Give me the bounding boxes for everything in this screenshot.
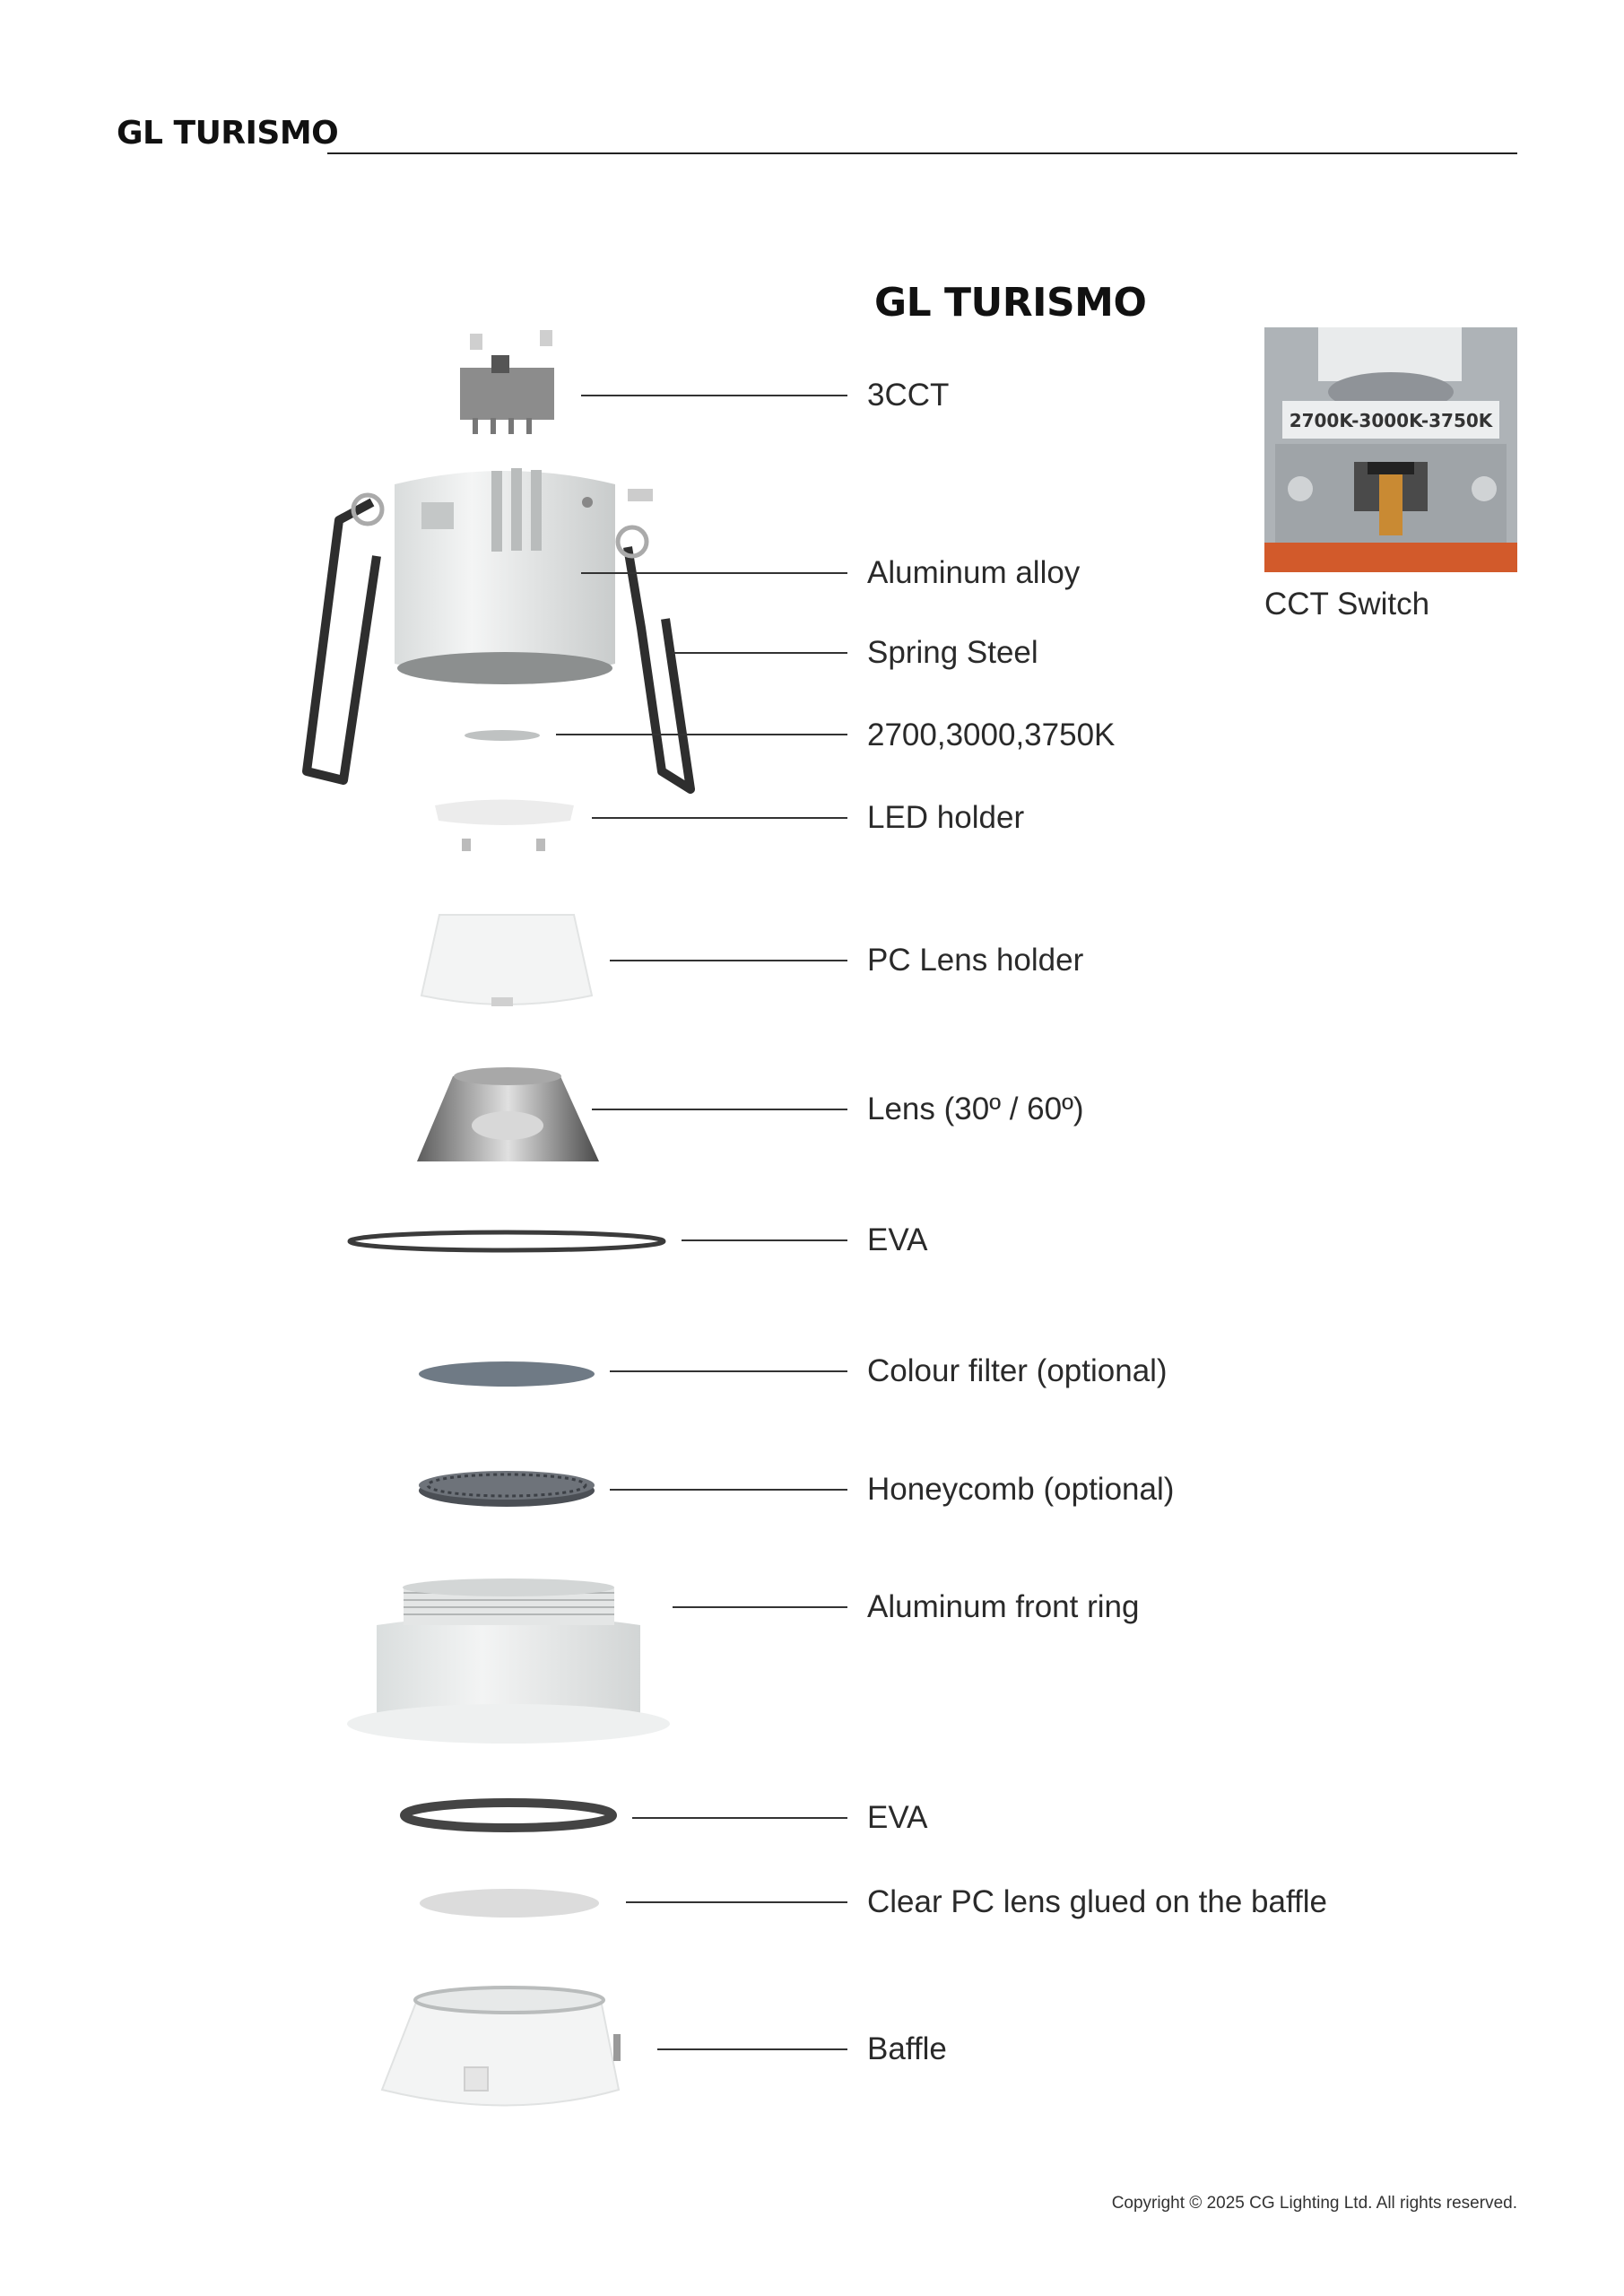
leader-line-led-color <box>556 734 847 735</box>
cct-switch-photo-text: 2700K-3000K-3750K <box>1290 410 1494 431</box>
component-label-baffle: Baffle <box>867 2031 947 2066</box>
component-label-aluminum-alloy: Aluminum alloy <box>867 555 1081 590</box>
component-label-pc-lens-holder: PC Lens holder <box>867 943 1084 978</box>
component-label-honeycomb: Honeycomb (optional) <box>867 1472 1175 1507</box>
leader-line-led-holder <box>592 817 847 819</box>
baffle-part <box>380 1986 621 2107</box>
leader-line-aluminum-alloy <box>581 572 847 574</box>
component-label-lens: Lens (30º / 60º) <box>867 1091 1084 1126</box>
led-holder-part <box>435 799 574 851</box>
aluminum-body-part <box>395 468 653 684</box>
leader-line-clear-pc-lens <box>626 1901 847 1903</box>
leader-line-eva-2 <box>632 1817 847 1819</box>
page-title: GL TURISMO <box>874 280 1147 326</box>
leader-line-honeycomb <box>610 1489 847 1491</box>
leader-line-baffle <box>657 2048 847 2050</box>
eva-ring-part <box>347 1230 666 1253</box>
leader-line-colour-filter <box>610 1370 847 1372</box>
header-divider <box>327 152 1517 154</box>
leader-line-eva <box>682 1239 847 1241</box>
clear-pc-lens-part <box>420 1889 599 1918</box>
component-label-eva-2: EVA <box>867 1800 928 1835</box>
aluminum-front-ring-part <box>347 1578 670 1744</box>
component-label-color-temps: 2700,3000,3750K <box>867 718 1116 752</box>
component-label-eva: EVA <box>867 1222 928 1257</box>
leader-line-3cct <box>581 395 847 396</box>
leader-line-front-ring <box>673 1606 847 1608</box>
honeycomb-part <box>419 1471 595 1507</box>
led-chip-part <box>465 730 540 741</box>
lens-part <box>417 1067 599 1161</box>
component-label-colour-filter: Colour filter (optional) <box>867 1353 1168 1388</box>
switch-module-part <box>460 330 554 434</box>
eva-ring-small-part <box>400 1798 617 1832</box>
header-brand: GL TURISMO <box>117 115 339 152</box>
component-label-spring-steel: Spring Steel <box>867 635 1038 670</box>
component-label-3cct: 3CCT <box>867 378 950 413</box>
component-label-led-holder: LED holder <box>867 800 1025 835</box>
leader-line-spring-steel <box>673 652 847 654</box>
copyright-notice: Copyright © 2025 CG Lighting Ltd. All ri… <box>1111 2194 1517 2213</box>
component-label-clear-pc-lens: Clear PC lens glued on the baffle <box>867 1884 1328 1919</box>
leader-line-lens <box>592 1109 847 1110</box>
pc-lens-holder-part <box>420 914 594 1006</box>
cct-switch-photo: 2700K-3000K-3750K <box>1264 327 1517 572</box>
component-label-front-ring: Aluminum front ring <box>867 1589 1140 1624</box>
colour-filter-part <box>419 1361 595 1387</box>
cct-switch-caption: CCT Switch <box>1264 587 1430 622</box>
leader-line-pc-lens-holder <box>610 960 847 961</box>
spring-steel-part <box>302 492 695 794</box>
